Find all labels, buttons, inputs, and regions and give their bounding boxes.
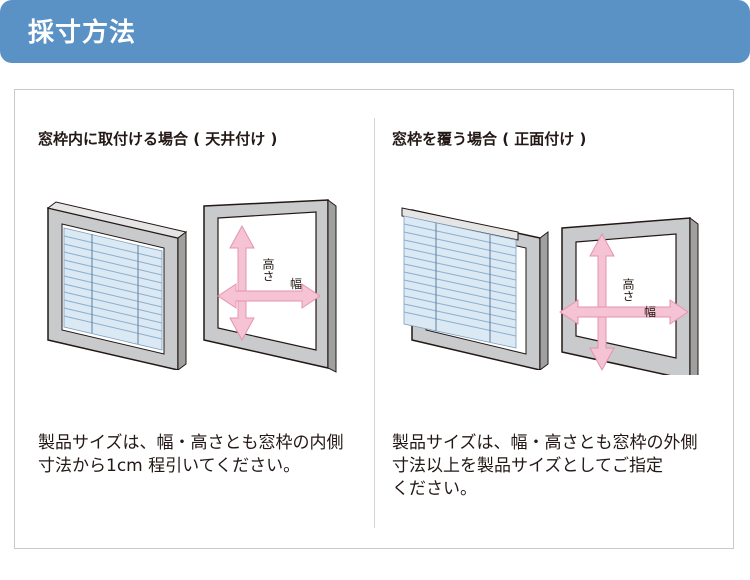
outside-mount-desc-line-1: 製品サイズは、幅・高さとも窓枠の外側 bbox=[392, 433, 698, 453]
section-divider bbox=[374, 118, 375, 528]
outside-mount-description: 製品サイズは、幅・高さとも窓枠の外側 寸法以上を製品サイズとしてご指定 ください… bbox=[392, 432, 722, 501]
outside-mount-desc-line-2: 寸法以上を製品サイズとしてご指定 bbox=[392, 456, 663, 476]
height-label: 高さ bbox=[621, 277, 635, 302]
inside-mount-title: 窓枠内に取付ける場合 ( 天井付け ) bbox=[38, 130, 278, 148]
inside-mount-blind-illustration bbox=[46, 201, 188, 370]
inside-mount-description: 製品サイズは、幅・高さとも窓枠の内側 寸法から1cm 程引いてください。 bbox=[38, 432, 368, 478]
outside-mount-title: 窓枠を覆う場合 ( 正面付け ) bbox=[392, 130, 587, 148]
width-label: 幅 bbox=[644, 304, 656, 319]
outside-mount-blind-illustration bbox=[401, 207, 549, 370]
height-label: 高さ bbox=[261, 257, 275, 282]
page-title: 採寸方法 bbox=[28, 18, 137, 48]
inside-mount-desc-line-1: 製品サイズは、幅・高さとも窓枠の内側 bbox=[38, 433, 344, 453]
outside-mount-measure-illustration: 高さ 幅 bbox=[559, 217, 699, 375]
inside-mount-measure-illustration: 高さ 幅 bbox=[203, 199, 337, 373]
header-bar: 採寸方法 bbox=[0, 0, 750, 63]
width-label: 幅 bbox=[290, 276, 302, 291]
outside-mount-desc-line-3: ください。 bbox=[392, 479, 477, 499]
inside-mount-desc-line-2: 寸法から1cm 程引いてください。 bbox=[38, 456, 301, 476]
